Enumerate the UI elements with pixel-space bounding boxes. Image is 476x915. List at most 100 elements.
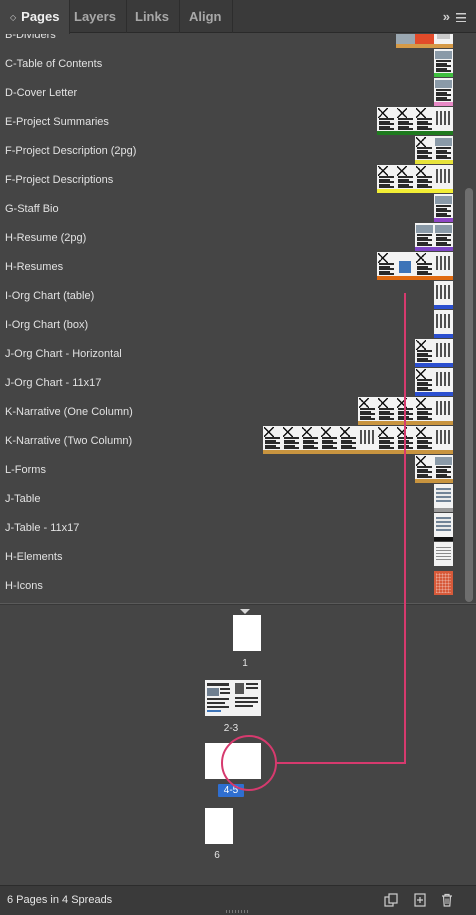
master-page-thumbnail[interactable]	[434, 513, 453, 537]
master-page-thumbnail[interactable]	[377, 107, 396, 131]
master-row[interactable]: J-Org Chart - 11x17	[0, 368, 462, 397]
master-row[interactable]: G-Staff Bio	[0, 194, 462, 223]
tab-pages[interactable]: ◇Pages	[0, 0, 71, 34]
master-page-thumbnail[interactable]	[434, 49, 453, 73]
master-row[interactable]: I-Org Chart (box)	[0, 310, 462, 339]
heading-glyph-preview	[416, 456, 426, 466]
master-page-thumbnail[interactable]	[434, 34, 453, 44]
master-page-thumbnail[interactable]	[263, 426, 282, 450]
master-page-thumbnail[interactable]	[434, 426, 453, 450]
master-page-thumbnail[interactable]	[282, 426, 301, 450]
master-page-thumbnail[interactable]	[396, 34, 415, 44]
master-page-thumbnail[interactable]	[339, 426, 358, 450]
master-page-thumbnail[interactable]	[434, 194, 453, 218]
master-page-thumbnail[interactable]	[415, 426, 434, 450]
master-row[interactable]: K-Narrative (Two Column)	[0, 426, 462, 455]
master-row[interactable]: J-Table - 11x17	[0, 513, 462, 542]
master-page-thumbnail[interactable]	[301, 426, 320, 450]
page-label-6[interactable]: 6	[214, 850, 220, 861]
masters-scrollbar-thumb[interactable]	[465, 188, 473, 602]
master-page-thumbnail[interactable]	[377, 426, 396, 450]
page-thumbnail-3[interactable]	[233, 680, 261, 716]
master-page-thumbnail[interactable]	[434, 107, 453, 131]
heading-glyph-preview	[378, 108, 388, 118]
master-page-thumbnail[interactable]	[434, 78, 453, 102]
master-page-thumbnail[interactable]	[415, 368, 434, 392]
text-line-preview	[417, 149, 428, 152]
master-page-thumbnail[interactable]	[396, 165, 415, 189]
master-row[interactable]: F-Project Descriptions	[0, 165, 462, 194]
master-page-thumbnail[interactable]	[434, 281, 453, 305]
page-thumbnail-6[interactable]	[205, 808, 233, 844]
master-page-thumbnail[interactable]	[415, 165, 434, 189]
panel-divider[interactable]	[0, 603, 476, 604]
master-page-thumbnail[interactable]	[415, 223, 434, 247]
page-thumbnail-5[interactable]	[233, 743, 261, 779]
master-page-thumbnail[interactable]	[434, 542, 453, 566]
master-page-thumbnail[interactable]	[320, 426, 339, 450]
master-row[interactable]: J-Org Chart - Horizontal	[0, 339, 462, 368]
master-row[interactable]: C-Table of Contents	[0, 49, 462, 78]
master-row[interactable]: D-Cover Letter	[0, 78, 462, 107]
master-page-thumbnail[interactable]	[434, 252, 453, 276]
master-page-thumbnail[interactable]	[396, 107, 415, 131]
master-row[interactable]: E-Project Summaries	[0, 107, 462, 136]
master-page-thumbnail[interactable]	[434, 571, 453, 595]
master-page-thumbnail[interactable]	[415, 107, 434, 131]
master-row[interactable]: F-Project Description (2pg)	[0, 136, 462, 165]
master-page-thumbnail[interactable]	[434, 397, 453, 421]
page-label-1[interactable]: 1	[242, 658, 248, 669]
master-page-thumbnail[interactable]	[415, 252, 434, 276]
master-row[interactable]: K-Narrative (One Column)	[0, 397, 462, 426]
edit-page-size-icon[interactable]	[383, 892, 399, 908]
master-page-thumbnail[interactable]	[377, 397, 396, 421]
master-page-thumbnail[interactable]	[434, 339, 453, 363]
master-page-thumbnail[interactable]	[434, 455, 453, 479]
master-row[interactable]: J-Table	[0, 484, 462, 513]
tab-links[interactable]: Links	[125, 0, 180, 33]
new-page-icon[interactable]	[412, 892, 428, 908]
panel-menu[interactable]: »	[443, 0, 466, 33]
hamburger-menu-icon[interactable]	[456, 13, 466, 22]
master-row[interactable]: B-Dividers	[0, 34, 462, 49]
master-page-thumbnail[interactable]	[396, 426, 415, 450]
master-row[interactable]: I-Org Chart (table)	[0, 281, 462, 310]
master-page-thumbnail[interactable]	[415, 397, 434, 421]
master-page-thumbnail[interactable]	[396, 252, 415, 276]
master-row[interactable]: H-Resume (2pg)	[0, 223, 462, 252]
master-page-thumbnail[interactable]	[415, 34, 434, 44]
master-page-thumbnail[interactable]	[415, 136, 434, 160]
master-page-thumbnail[interactable]	[396, 397, 415, 421]
text-line-preview	[417, 265, 428, 268]
master-page-thumbnail[interactable]	[358, 397, 377, 421]
page-label-4-5[interactable]: 4-5	[218, 784, 244, 797]
master-row[interactable]: H-Icons	[0, 571, 462, 600]
text-line-preview	[417, 273, 432, 276]
page-thumbnail-1[interactable]	[233, 615, 261, 651]
double-chevron-right-icon[interactable]: »	[442, 9, 450, 24]
master-row[interactable]: H-Resumes	[0, 252, 462, 281]
master-page-thumbnail[interactable]	[358, 426, 377, 450]
page-thumbnail-4[interactable]	[205, 743, 233, 779]
master-row[interactable]: H-Elements	[0, 542, 462, 571]
master-row[interactable]: L-Forms	[0, 455, 462, 484]
master-page-thumbnail[interactable]	[415, 455, 434, 479]
page-label-2-3[interactable]: 2-3	[223, 723, 239, 734]
master-page-thumbnail[interactable]	[434, 310, 453, 334]
image-placeholder	[435, 196, 452, 204]
master-page-thumbnail[interactable]	[434, 136, 453, 160]
master-page-thumbnail[interactable]	[377, 252, 396, 276]
master-page-thumbnail[interactable]	[434, 484, 453, 508]
tab-layers[interactable]: Layers	[64, 0, 127, 33]
delete-page-icon[interactable]	[439, 892, 455, 908]
master-page-thumbnail[interactable]	[434, 368, 453, 392]
master-page-thumbnail[interactable]	[434, 223, 453, 247]
master-page-thumbnail[interactable]	[434, 165, 453, 189]
master-page-thumbnail[interactable]	[415, 339, 434, 363]
page-thumbnail-2[interactable]	[205, 680, 233, 716]
master-page-thumbnail[interactable]	[377, 165, 396, 189]
text-line-preview	[417, 234, 432, 236]
panel-resize-grip[interactable]	[226, 910, 250, 913]
tab-align[interactable]: Align	[179, 0, 233, 33]
panel-collapse-icon[interactable]: ◇	[10, 13, 17, 22]
